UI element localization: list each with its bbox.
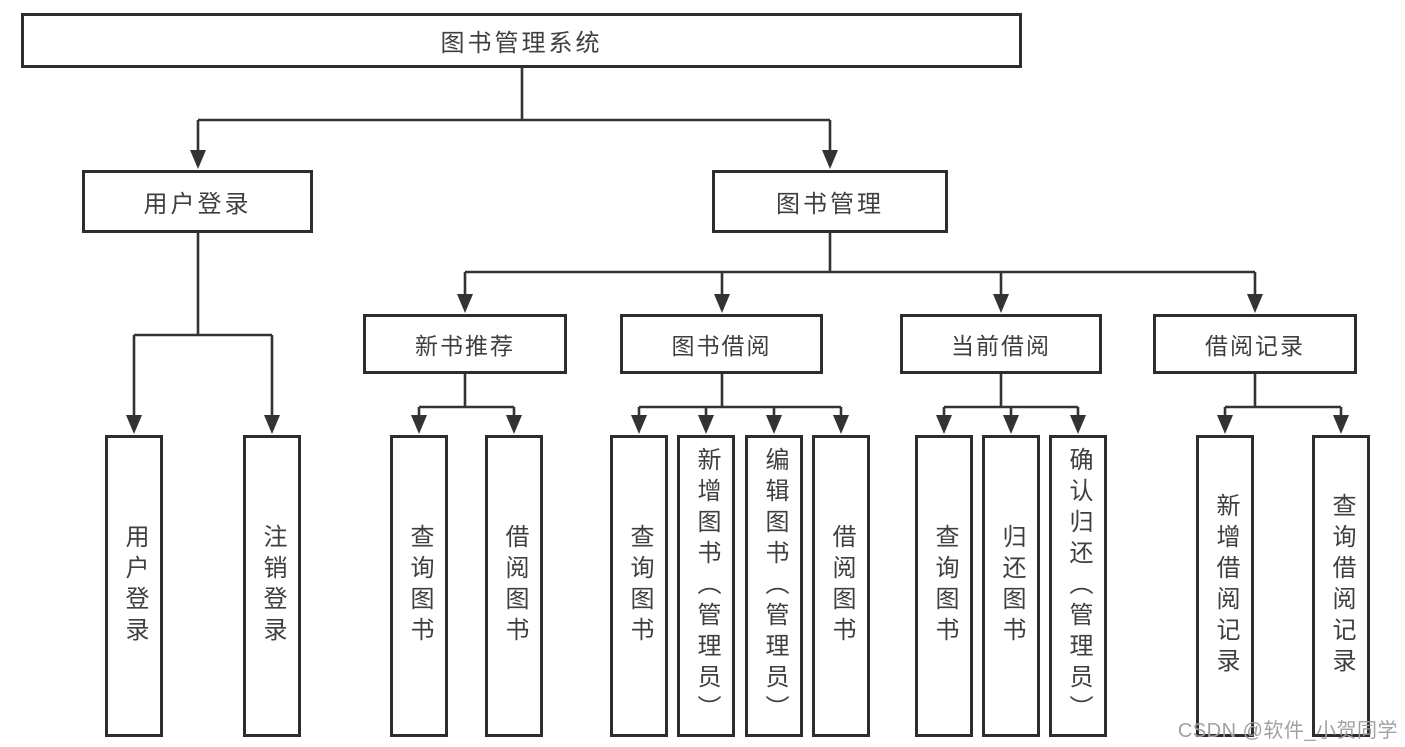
leaf-edit-books-admin: 编辑图书（管理员）: [745, 435, 803, 737]
node-user-login: 用户登录: [82, 170, 313, 233]
node-book-borrowing: 图书借阅: [620, 314, 823, 374]
leaf-query-borrow-record: 查询借阅记录: [1312, 435, 1370, 737]
leaf-borrow-books: 借阅图书: [812, 435, 870, 737]
leaf-return-books: 归还图书: [982, 435, 1040, 737]
leaf-logout: 注销登录: [243, 435, 301, 737]
node-book-management: 图书管理: [712, 170, 948, 233]
leaf-confirm-return-admin: 确认归还（管理员）: [1049, 435, 1107, 737]
leaf-user-login: 用户登录: [105, 435, 163, 737]
node-current-borrowing: 当前借阅: [900, 314, 1102, 374]
leaf-add-borrow-record: 新增借阅记录: [1196, 435, 1254, 737]
node-borrowing-records: 借阅记录: [1153, 314, 1357, 374]
leaf-add-books-admin: 新增图书（管理员）: [677, 435, 735, 737]
leaf-query-books-recommend: 查询图书: [390, 435, 448, 737]
csdn-watermark: CSDN @软件_小贺同学: [1177, 720, 1398, 742]
node-library-management-system: 图书管理系统: [21, 13, 1022, 68]
node-new-book-recommendation: 新书推荐: [363, 314, 567, 374]
leaf-query-books-borrow: 查询图书: [610, 435, 668, 737]
leaf-borrow-books-recommend: 借阅图书: [485, 435, 543, 737]
leaf-query-books-current: 查询图书: [915, 435, 973, 737]
